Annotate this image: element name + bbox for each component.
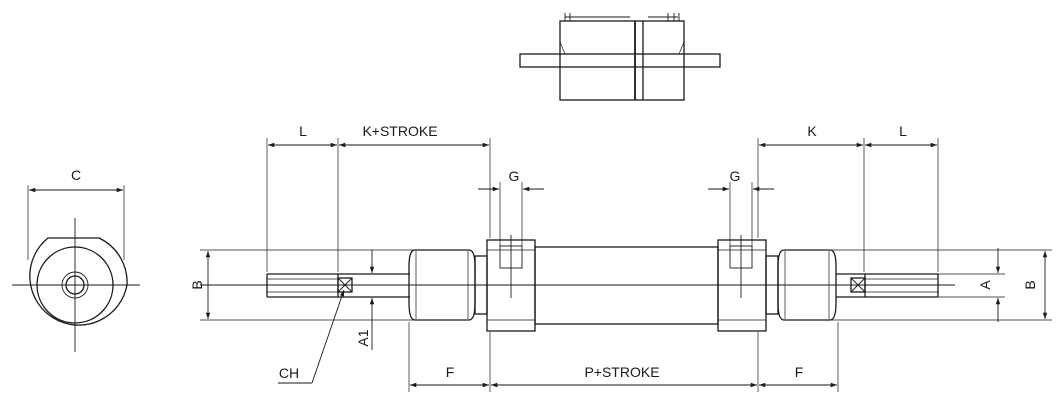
label-g-left: G xyxy=(509,168,520,184)
label-c: C xyxy=(71,167,81,183)
cylinder-body xyxy=(200,235,955,332)
label-b-right: B xyxy=(1022,280,1038,289)
label-l-left: L xyxy=(299,123,307,139)
label-k: K xyxy=(807,123,817,139)
end-view: C xyxy=(12,167,140,352)
label-a: A xyxy=(977,280,993,290)
label-b-left: B xyxy=(189,280,205,289)
label-a1: A1 xyxy=(355,329,371,346)
label-p-stroke: P+STROKE xyxy=(584,364,659,380)
label-f-right: F xyxy=(795,364,804,380)
top-schematic xyxy=(519,13,721,101)
label-l-right: L xyxy=(899,123,907,139)
label-g-right: G xyxy=(730,168,741,184)
dimension-lines: L K+STROKE K L G G B A1 A xyxy=(189,123,1052,392)
label-ch: CH xyxy=(279,365,299,381)
label-f-left: F xyxy=(446,364,455,380)
label-k-stroke: K+STROKE xyxy=(362,123,437,139)
